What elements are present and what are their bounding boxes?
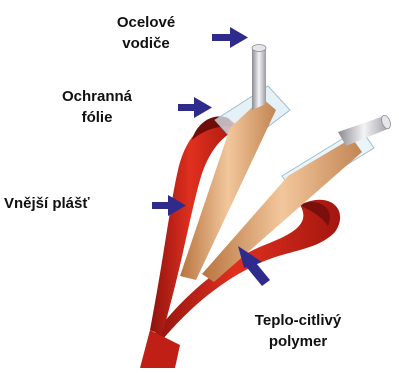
label-jacket-line1: Vnější plášť: [4, 193, 144, 214]
label-steel-line2: vodiče: [96, 33, 196, 54]
label-outer-jacket: Vnější plášť: [4, 193, 144, 214]
label-heat-sensitive-polymer: Teplo-citlivý polymer: [238, 310, 358, 352]
cable-trunk: [140, 330, 180, 368]
label-foil-line1: Ochranná: [47, 86, 147, 107]
label-polymer-line1: Teplo-citlivý: [238, 310, 358, 331]
arrow-icon: [212, 27, 248, 48]
label-polymer-line2: polymer: [238, 331, 358, 352]
label-protective-foil: Ochranná fólie: [47, 86, 147, 128]
label-steel-line1: Ocelové: [96, 12, 196, 33]
steel-conductor-1: [252, 48, 266, 110]
arrow-icon: [178, 97, 212, 118]
label-foil-line2: fólie: [47, 107, 147, 128]
label-steel-conductors: Ocelové vodiče: [96, 12, 196, 54]
steel-conductor-1-tip: [252, 45, 266, 52]
